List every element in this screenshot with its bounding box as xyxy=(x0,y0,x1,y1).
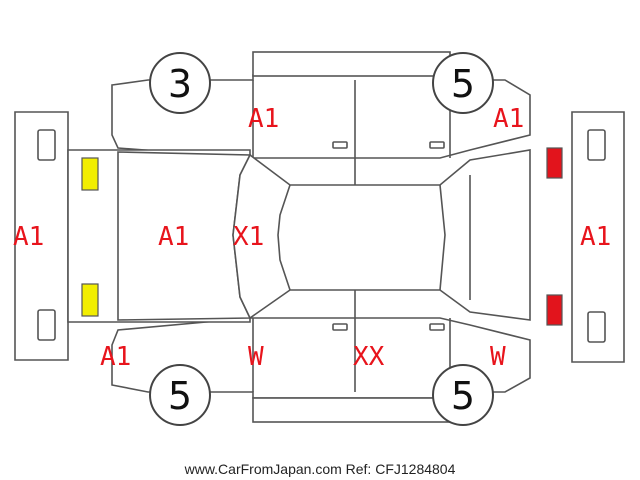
label-hood: A1 xyxy=(158,222,189,252)
rear-right-lamp xyxy=(546,294,563,326)
lower-side-panel xyxy=(111,317,531,399)
label-lower-rear-door: XX xyxy=(353,342,385,372)
front-left-lamp xyxy=(81,157,99,191)
upper-roof-strip xyxy=(252,51,451,77)
tire-rear-left: 5 xyxy=(149,364,211,426)
label-roof-right-upper: A1 xyxy=(493,104,524,134)
label-roof-left-upper: A1 xyxy=(248,104,279,134)
tire-front-left: 3 xyxy=(149,52,211,114)
label-lower-right-corner: W xyxy=(490,342,506,372)
footer-reference: www.CarFromJapan.com Ref: CFJ1284804 xyxy=(184,461,456,477)
tire-grade-front-left: 3 xyxy=(168,62,192,106)
label-lower-left-corner: A1 xyxy=(100,342,131,372)
tire-front-right: 5 xyxy=(432,52,494,114)
label-front-bumper: A1 xyxy=(13,222,44,252)
tire-rear-right: 5 xyxy=(432,364,494,426)
lower-roof-strip xyxy=(252,397,451,423)
tire-grade-rear-right: 5 xyxy=(451,374,475,418)
label-rear-bumper: A1 xyxy=(580,222,611,252)
front-bumper-outline xyxy=(14,111,69,361)
label-windshield: X1 xyxy=(233,222,264,252)
label-lower-front-door: W xyxy=(248,342,264,372)
tire-grade-front-right: 5 xyxy=(451,62,475,106)
tire-grade-rear-left: 5 xyxy=(168,374,192,418)
rear-left-lamp xyxy=(546,147,563,179)
car-body-top-view xyxy=(67,149,531,323)
upper-side-panel xyxy=(111,74,531,159)
front-right-lamp xyxy=(81,283,99,317)
rear-bumper-outline xyxy=(571,111,625,363)
